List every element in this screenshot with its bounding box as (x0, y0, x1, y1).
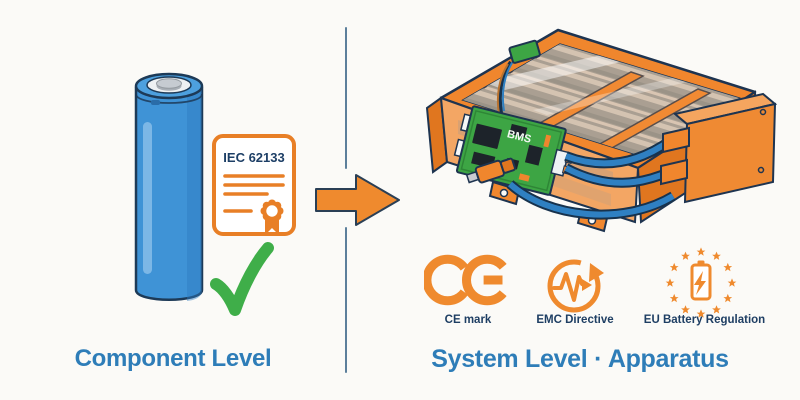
arrow-right-icon (315, 174, 400, 226)
iec-certificate-icon: IEC 62133 (212, 134, 296, 236)
ce-mark-label: CE mark (444, 314, 492, 326)
bms-label: BMS (506, 128, 533, 146)
component-level-caption: Component Level (74, 345, 272, 372)
checkmark-icon (210, 242, 274, 316)
eu-battery-regulation-icon (665, 247, 737, 318)
eu-battery-regulation-label: EU Battery Regulation (643, 314, 766, 326)
balance-connector (496, 39, 541, 115)
system-level-panel: BMS (346, 0, 800, 400)
certificate-standard-label: IEC 62133 (223, 150, 284, 165)
power-cables (506, 135, 676, 220)
emc-directive-label: EMC Directive (536, 314, 614, 326)
external-connector (465, 157, 516, 184)
ce-mark-icon (424, 254, 518, 306)
battery-pack-illustration: BMS (425, 28, 778, 233)
emc-directive-icon (547, 254, 606, 313)
battery-cell-icon (134, 72, 204, 301)
output-connector-box (660, 92, 778, 204)
system-level-caption: System Level · Apparatus (431, 345, 729, 373)
component-level-panel: IEC 62133 Component Level (0, 0, 346, 400)
divider-line-top (345, 27, 347, 169)
divider-line-bottom (345, 227, 347, 373)
